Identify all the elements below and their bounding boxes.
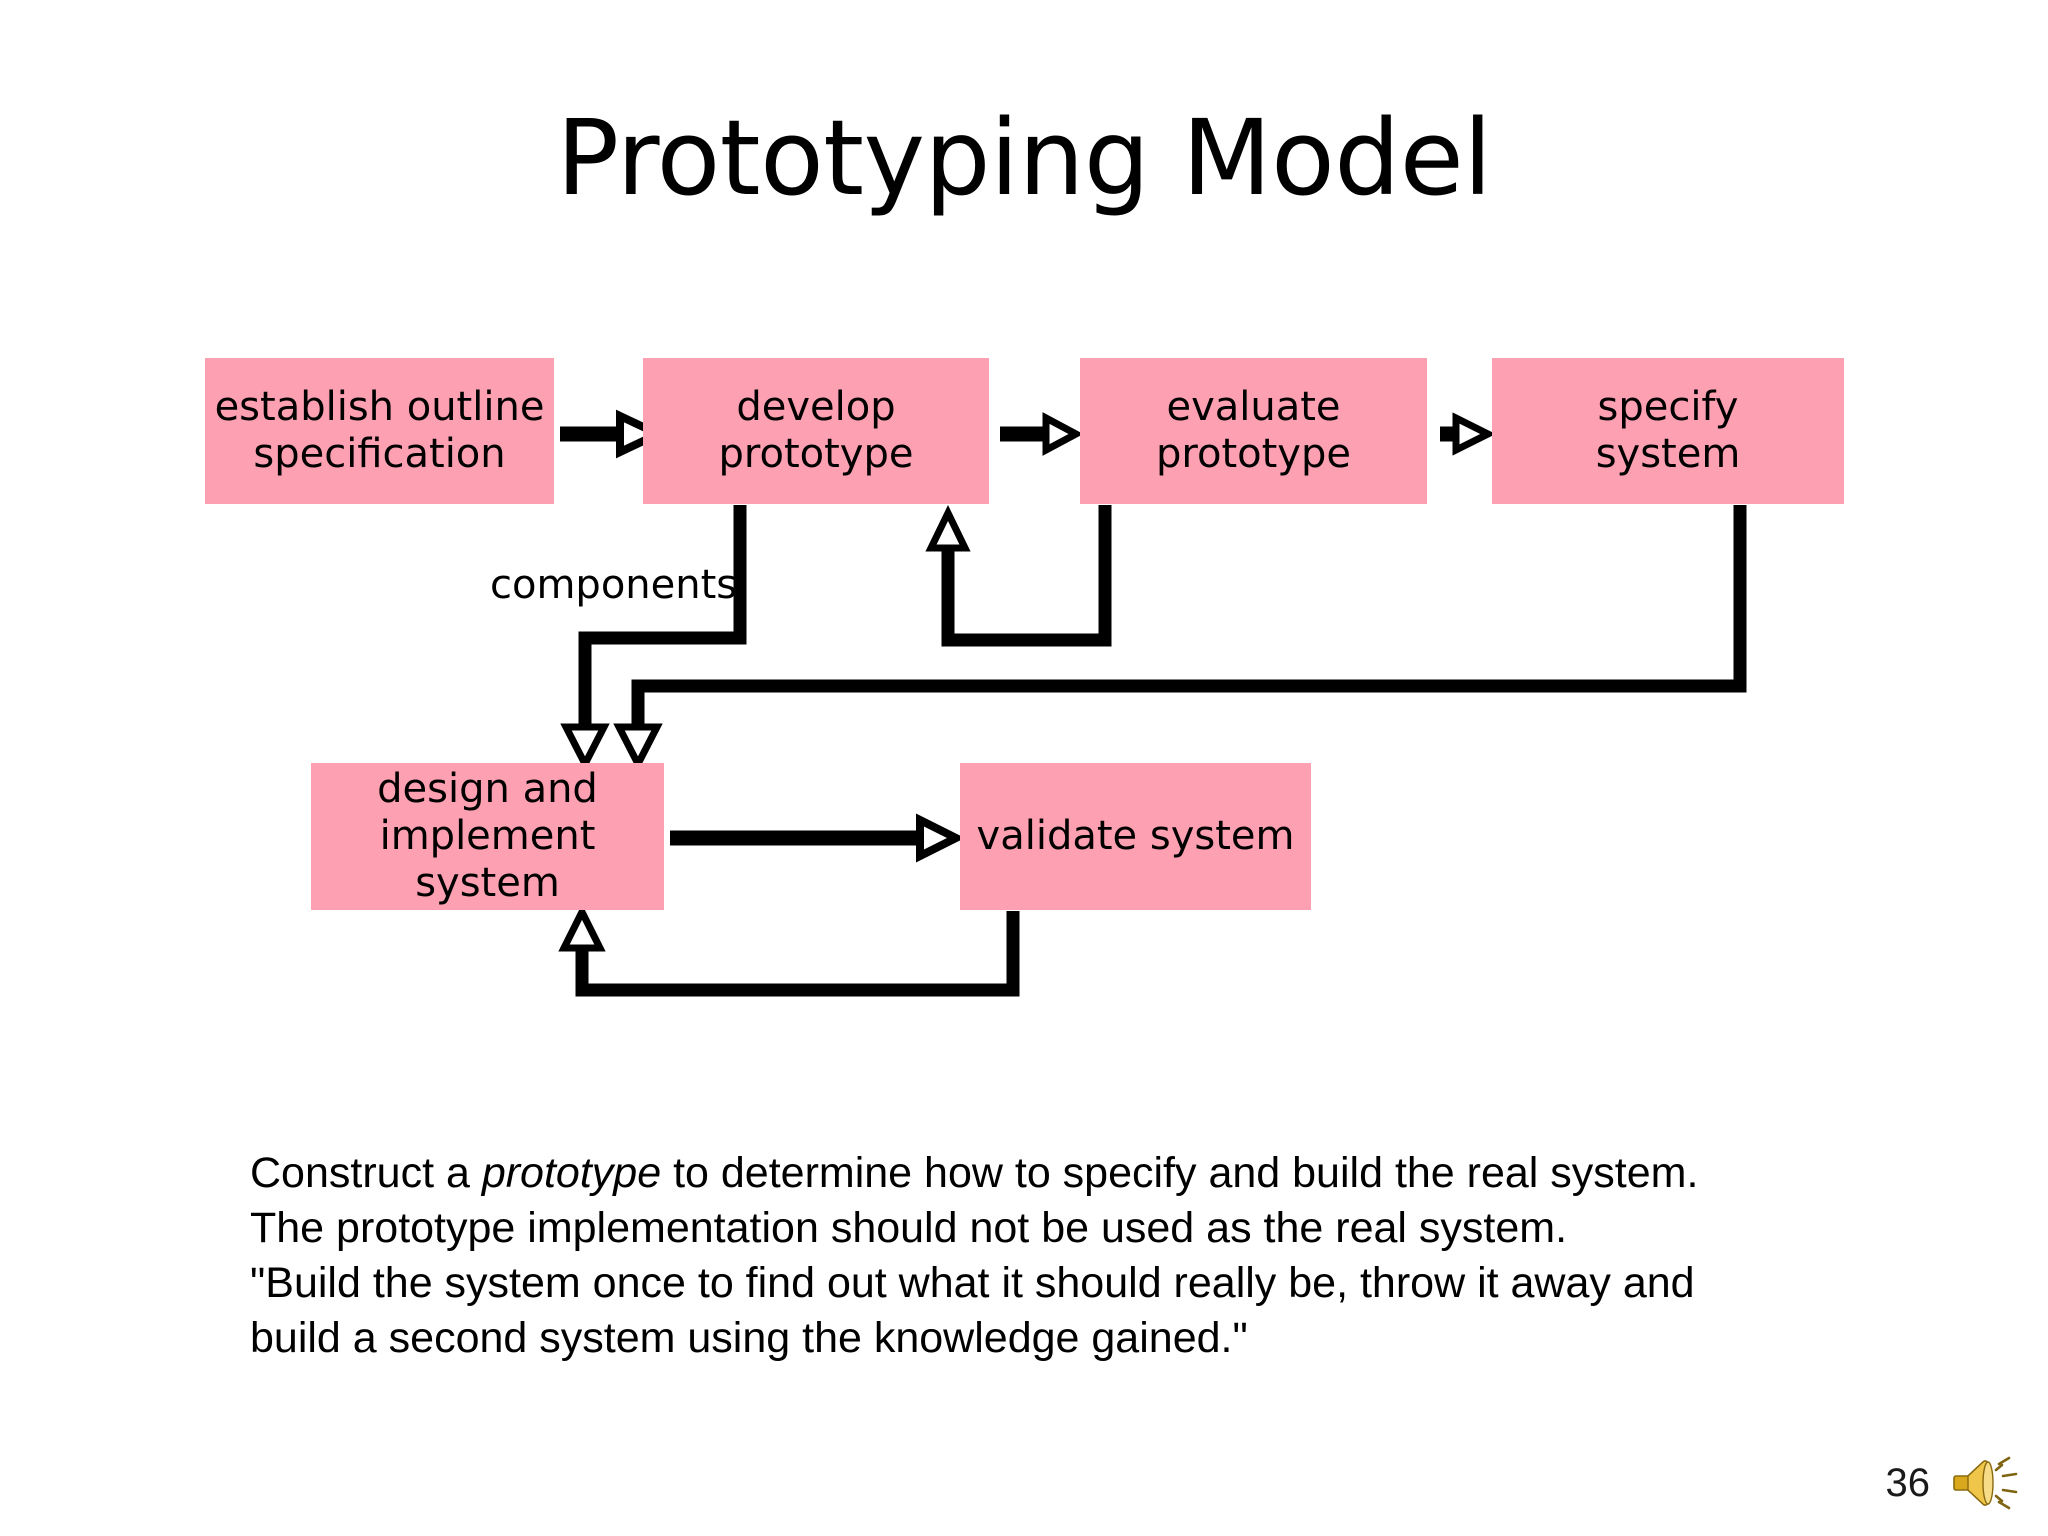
body-line-2: The prototype implementation should not … (250, 1204, 1568, 1253)
edge-label-components: components (490, 562, 738, 608)
slide-body-text: Construct a prototype to determine how t… (250, 1146, 1810, 1366)
flow-node-develop-prototype[interactable]: develop prototype (643, 358, 989, 504)
prototyping-model-flowchart: establish outline specification develop … (205, 358, 1844, 997)
body-line-1-suffix: to determine how to specify and build th… (661, 1149, 1699, 1197)
page-number: 36 (1885, 1461, 1931, 1505)
arrow-evaluate-to-develop-feedback (925, 504, 1112, 647)
body-line-1-emphasis: prototype (481, 1149, 662, 1197)
arrow-evaluate-to-specify (1440, 412, 1496, 456)
page-title: Prototyping Model (556, 97, 1492, 219)
arrow-validate-to-design-feedback (558, 904, 1020, 997)
body-line-4: build a second system using the knowledg… (250, 1314, 1248, 1363)
flow-node-specify-system[interactable]: specify system (1492, 358, 1844, 504)
arrow-develop-to-design-components (560, 505, 747, 772)
flow-node-validate-system[interactable]: validate system (960, 763, 1311, 910)
body-line-1: Construct a prototype to determine how t… (250, 1146, 1810, 1201)
arrow-develop-to-evaluate (1000, 412, 1084, 456)
arrow-specify-to-design (613, 505, 1747, 772)
body-line-3: "Build the system once to find out what … (250, 1259, 1695, 1308)
arrow-design-to-validate (670, 813, 965, 863)
flow-node-evaluate-prototype[interactable]: evaluate prototype (1080, 358, 1427, 504)
body-line-1-prefix: Construct a (250, 1149, 482, 1197)
flow-node-design-and-implement-system[interactable]: design and implement system (311, 763, 664, 910)
speaker-icon[interactable] (1952, 1452, 2026, 1514)
flow-node-establish-outline-specification[interactable]: establish outline specification (205, 358, 554, 504)
